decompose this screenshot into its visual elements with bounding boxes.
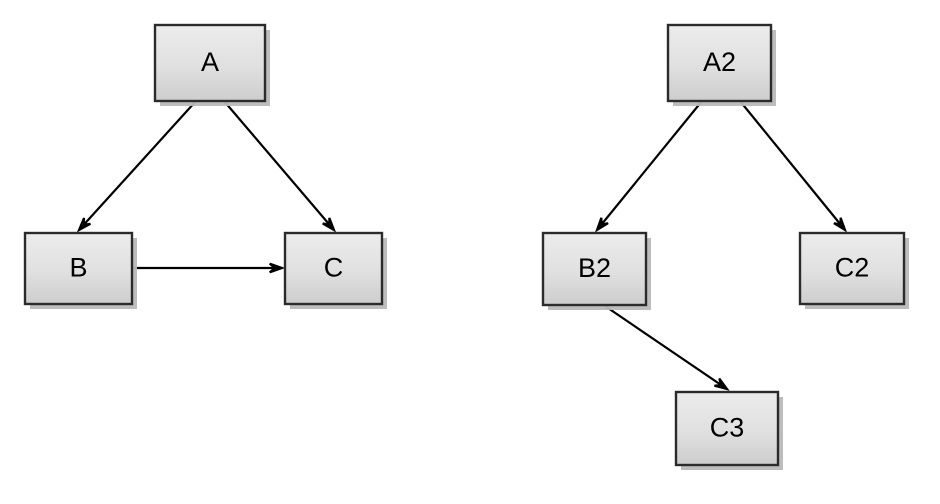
node-box[interactable] (283, 231, 384, 306)
node-box[interactable] (674, 390, 780, 467)
arrowhead-icon (269, 262, 286, 274)
arrowhead-icon (76, 217, 91, 233)
node-label: A (201, 47, 219, 77)
edge-b-to-c[interactable] (133, 262, 286, 274)
node-box[interactable] (541, 231, 648, 307)
edge-a2-to-c2[interactable] (739, 100, 848, 233)
edge-line (223, 100, 335, 231)
node-label: C3 (710, 413, 745, 443)
node-b[interactable]: B (23, 231, 137, 309)
edge-b2-to-c3[interactable] (604, 305, 730, 391)
node-a2[interactable]: A2 (666, 23, 776, 106)
edge-a-to-c[interactable] (223, 100, 337, 233)
arrowhead-icon (322, 217, 337, 233)
node-label: B2 (578, 253, 611, 283)
arrowhead-icon (833, 217, 848, 233)
node-c3[interactable]: C3 (674, 390, 783, 470)
node-box[interactable] (23, 231, 134, 306)
node-box[interactable] (666, 23, 773, 103)
edge-line (596, 100, 703, 231)
node-box[interactable] (798, 231, 906, 306)
node-a[interactable]: A (153, 23, 270, 106)
node-box[interactable] (153, 23, 267, 103)
node-label: C (324, 253, 344, 283)
edge-line (604, 305, 728, 390)
node-label: C2 (835, 253, 870, 283)
arrowhead-icon (714, 377, 730, 391)
edge-line (78, 100, 197, 231)
edge-line (739, 100, 846, 231)
node-b2[interactable]: B2 (541, 231, 651, 310)
edge-a-to-b[interactable] (76, 100, 197, 233)
node-c2[interactable]: C2 (798, 231, 909, 309)
node-label: A2 (703, 47, 736, 77)
node-c[interactable]: C (283, 231, 387, 309)
node-label: B (69, 253, 87, 283)
edge-a2-to-b2[interactable] (594, 100, 703, 233)
arrowhead-icon (594, 217, 609, 233)
edges-layer (76, 100, 848, 391)
